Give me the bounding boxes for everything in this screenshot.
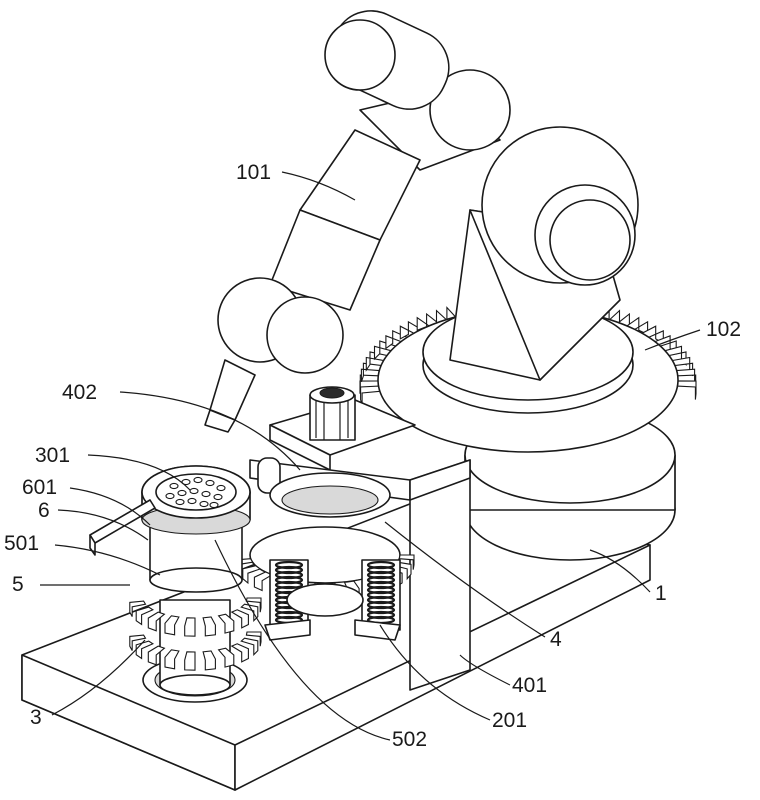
gear-tooth (217, 647, 235, 668)
callout-6: 6 (38, 499, 50, 522)
plate-hole (165, 492, 175, 500)
gear-tooth (129, 600, 147, 617)
plate-hole (177, 489, 187, 497)
callout-401: 401 (512, 674, 547, 697)
gear-tooth (245, 631, 262, 647)
gear-tooth (147, 611, 166, 632)
callout-labels: 101 102 402 301 601 6 501 5 1 4 401 3 20… (4, 161, 741, 751)
plate-hole (187, 497, 197, 505)
callout-101: 101 (236, 161, 271, 184)
gear-tooth (202, 650, 216, 671)
plate-hole (193, 476, 203, 484)
gear-tooth (230, 609, 249, 629)
callout-5: 5 (12, 573, 24, 596)
gear-tooth (147, 645, 166, 666)
gear-tooth (242, 565, 262, 585)
plate-hole (209, 501, 219, 509)
plate-hole (205, 479, 215, 487)
callout-102: 102 (706, 318, 741, 341)
plate-hole (216, 484, 226, 492)
robot-arm (204, 10, 639, 433)
motor (269, 386, 416, 471)
gear-tooth (240, 637, 259, 657)
callout-502: 502 (392, 728, 427, 751)
callout-601: 601 (22, 476, 57, 499)
leader-lines (40, 171, 701, 741)
callout-4: 4 (550, 628, 562, 651)
plate-hole (169, 482, 179, 490)
bracket-frame (249, 457, 471, 691)
gear-tooth (230, 643, 249, 663)
gear-tooth (164, 649, 180, 670)
callout-201: 201 (492, 709, 527, 732)
gear-tooth (253, 571, 274, 592)
gear-tooth (135, 606, 155, 626)
gear-tooth (202, 616, 216, 637)
callout-402: 402 (62, 381, 97, 404)
gear-tooth (217, 613, 235, 634)
gear-tooth (184, 651, 196, 671)
plate-hole (189, 487, 199, 495)
gear-tooth (398, 554, 415, 570)
middle-gear-assembly (236, 526, 415, 641)
callout-501: 501 (4, 532, 39, 555)
gear-tooth (240, 603, 259, 623)
gear-tooth (129, 634, 147, 651)
gear-tooth (184, 617, 196, 637)
callout-3: 3 (30, 706, 42, 729)
plate-hole (199, 500, 209, 508)
plate-hole (213, 493, 223, 501)
gear-tooth (676, 380, 697, 400)
plate-hole (175, 498, 185, 506)
gear-tooth (164, 615, 180, 636)
plate-hole (201, 490, 211, 498)
left-gear-column (89, 465, 262, 703)
callout-1: 1 (655, 582, 667, 605)
callout-301: 301 (35, 444, 70, 467)
